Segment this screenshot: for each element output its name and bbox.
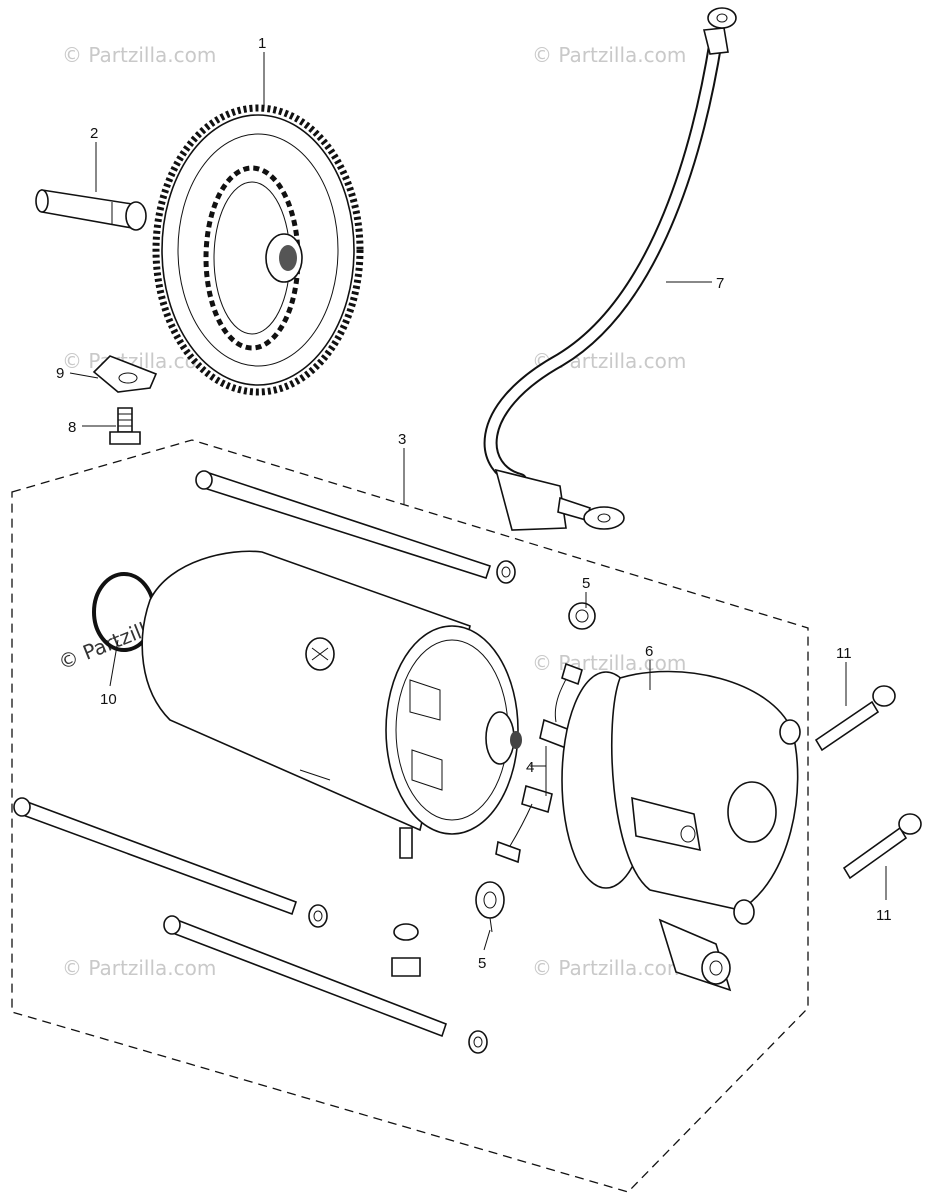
watermark-7: © Partzilla.com <box>532 956 686 980</box>
starter-assembly-boundary <box>11 439 809 1193</box>
callout-8: 8 <box>68 419 76 436</box>
callout-5-top: 5 <box>582 575 590 592</box>
starter-cable <box>483 7 737 531</box>
starter-driven-gear <box>152 104 364 396</box>
gear-shaft <box>35 189 147 231</box>
small-bolt <box>109 407 141 445</box>
watermark-6: © Partzilla.com <box>62 956 216 980</box>
callout-10: 10 <box>100 691 117 708</box>
callout-9: 9 <box>56 365 64 382</box>
callout-11-top: 11 <box>836 645 852 662</box>
starter-motor <box>141 550 522 859</box>
through-bolts <box>13 470 492 1038</box>
watermark-2: © Partzilla.com <box>532 43 686 67</box>
callout-7: 7 <box>716 275 724 292</box>
callout-6: 6 <box>645 643 653 660</box>
callout-1: 1 <box>258 35 266 52</box>
callout-3: 3 <box>398 431 406 448</box>
watermark-1: © Partzilla.com <box>62 43 216 67</box>
callout-5-bottom: 5 <box>478 955 486 972</box>
callout-labels: 1 2 3 4 5 5 6 7 8 9 10 11 11 <box>56 35 892 972</box>
callout-11-bottom: 11 <box>876 907 892 924</box>
lock-plate <box>92 355 158 393</box>
leader-lines <box>69 52 887 951</box>
brush-springs <box>475 602 596 933</box>
washers <box>308 560 516 1054</box>
mounting-bolts <box>814 685 922 880</box>
callout-2: 2 <box>90 125 98 142</box>
carbon-brushes <box>495 662 583 864</box>
end-cover <box>561 670 801 992</box>
callout-4: 4 <box>526 759 534 776</box>
